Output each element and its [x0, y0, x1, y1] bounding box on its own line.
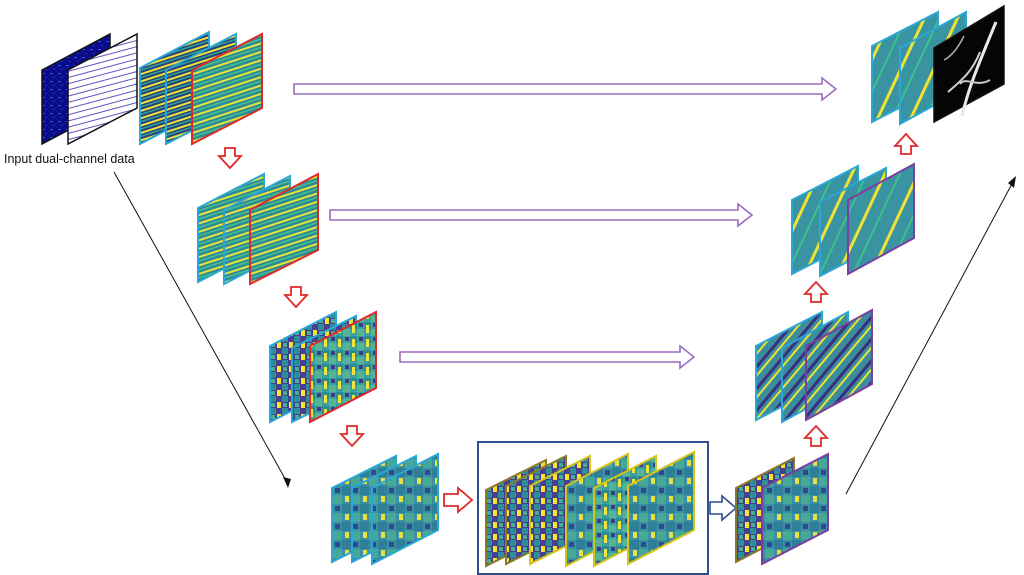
downsample-arrow-1	[216, 147, 244, 170]
out-of-bottleneck-arrow	[709, 494, 738, 522]
skip-connection-level1	[293, 76, 838, 102]
encoder-level4-feature-stack	[331, 452, 439, 566]
upsample-arrow-2	[802, 280, 830, 303]
downsample-arrow-2	[282, 286, 310, 309]
into-bottleneck-arrow	[443, 486, 474, 514]
decoder-level4-feature-stack	[735, 452, 829, 566]
decoder-level3-feature-stack	[755, 308, 873, 424]
encoder-level1-feature-stack	[139, 30, 263, 146]
skip-connection-level2	[329, 202, 754, 228]
bottleneck-block	[477, 441, 709, 575]
input-data-label: Input dual-channel data	[4, 152, 135, 166]
encoder-flow-arrow	[113, 171, 291, 488]
input-attribute-panel	[67, 32, 138, 146]
decoder-level2-feature-stack	[791, 162, 915, 278]
encoder-level2-feature-stack	[197, 172, 319, 286]
skip-connection-level3	[399, 344, 696, 370]
decoder-flow-arrow	[845, 176, 1016, 495]
output-prediction-panel	[933, 4, 1005, 124]
encoder-level3-feature-stack	[269, 310, 377, 424]
upsample-arrow-1	[802, 424, 830, 447]
upsample-arrow-3	[892, 132, 920, 155]
downsample-arrow-3	[338, 425, 366, 448]
